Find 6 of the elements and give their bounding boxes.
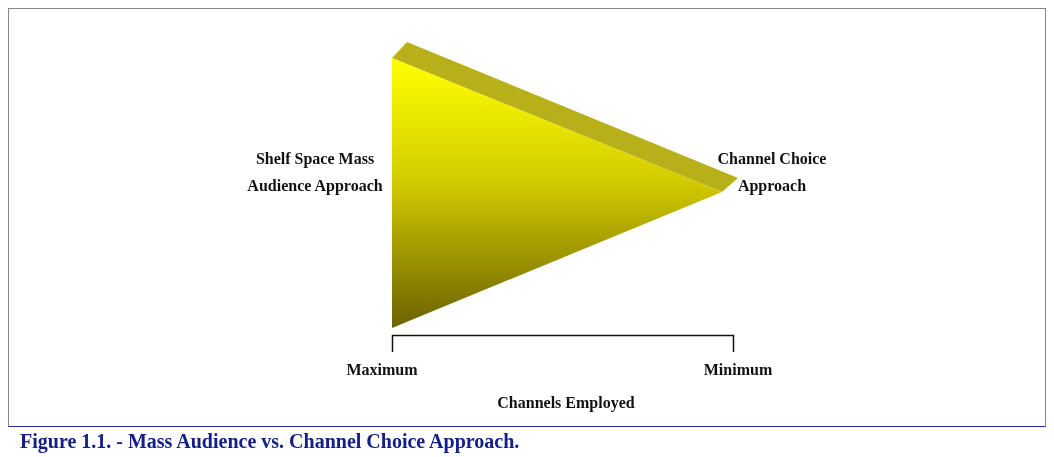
axis-label: Channels Employed [496,393,636,414]
figure-caption: Figure 1.1. - Mass Audience vs. Channel Choice Approach. [20,430,520,453]
axis-label: Channel Choice Approach [717,149,827,197]
axis-label: Shelf Space Mass Audience Approach [246,149,384,197]
axis-label: Maximum [345,360,419,380]
axis-label: Minimum [702,360,774,380]
